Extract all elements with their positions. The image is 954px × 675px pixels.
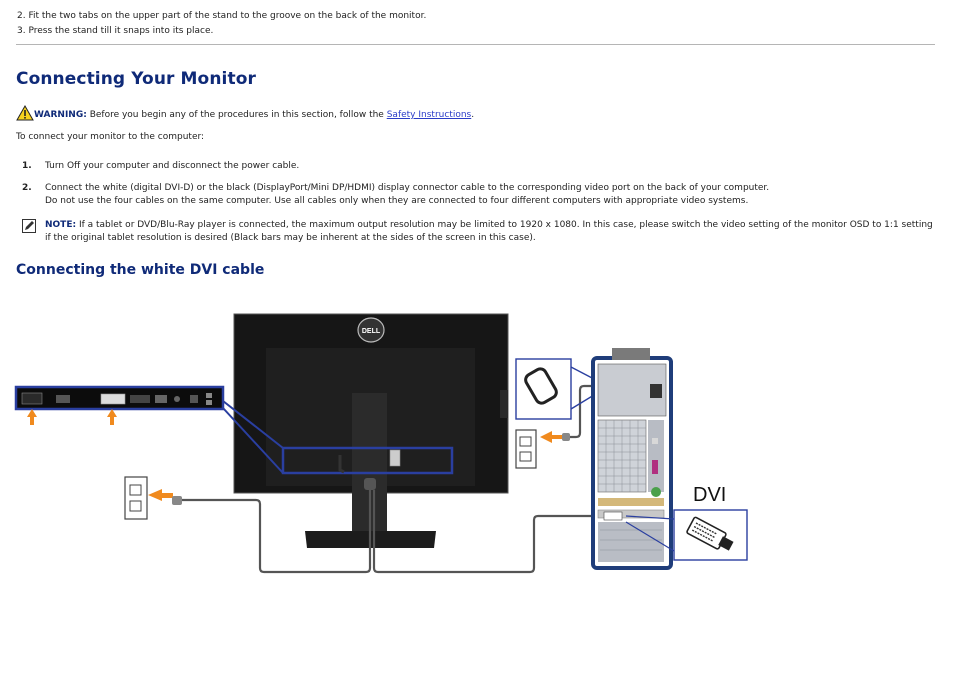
- warning-end: .: [471, 110, 475, 120]
- port-panel: [14, 385, 225, 411]
- dvi-callout: [625, 509, 748, 561]
- monitor-stand: [305, 393, 436, 548]
- cables: [180, 384, 660, 574]
- note-label: NOTE:: [45, 220, 77, 230]
- note-pencil-icon: [22, 219, 36, 236]
- step-1-text: Turn Off your computer and disconnect th…: [45, 161, 300, 171]
- step-2-text-line1: Connect the white (digital DVI-D) or the…: [45, 183, 770, 193]
- page-title: Connecting Your Monitor: [16, 69, 256, 89]
- port-arrows: [27, 409, 117, 425]
- step-2-text-line2: Do not use the four cables on the same c…: [45, 196, 749, 206]
- intro-text: To connect your monitor to the computer:: [16, 132, 205, 142]
- safety-instructions-link[interactable]: Safety Instructions: [386, 110, 472, 120]
- step-number: 1.: [22, 161, 32, 171]
- step-number: 2.: [22, 183, 32, 193]
- wall-outlet-right: [515, 429, 570, 469]
- warning-triangle-icon: [16, 104, 34, 121]
- warning-label: WARNING:: [34, 110, 87, 120]
- top-step-3: 3. Press the stand till it snaps into it…: [17, 26, 214, 36]
- monitor-logo: DELL: [362, 328, 381, 335]
- dvi-label: DVI: [693, 484, 727, 506]
- wall-outlet-left: [124, 476, 182, 520]
- section-subtitle: Connecting the white DVI cable: [16, 262, 265, 278]
- note-body: If a tablet or DVD/Blu-Ray player is con…: [45, 220, 933, 243]
- top-step-2: 2. Fit the two tabs on the upper part of…: [17, 11, 427, 21]
- port-callout-box: [281, 446, 454, 475]
- note-text: NOTE: If a tablet or DVD/Blu-Ray player …: [45, 219, 935, 245]
- computer-tower: [591, 348, 673, 570]
- power-callout: [515, 358, 595, 420]
- warning-line: WARNING: Before you begin any of the pro…: [16, 104, 475, 121]
- warning-text: Before you begin any of the procedures i…: [86, 110, 387, 120]
- divider: [16, 44, 935, 45]
